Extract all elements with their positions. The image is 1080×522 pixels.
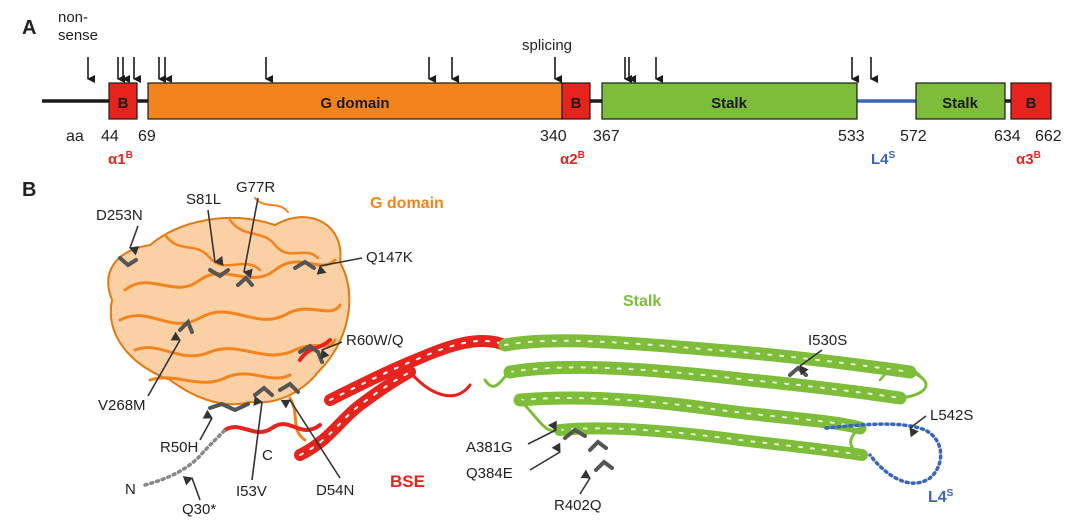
position-label: 634 [994, 128, 1021, 145]
alpha2b-text: α2 [560, 151, 578, 168]
mutation-label: D253N [96, 207, 143, 224]
alpha1b-label: α1B [108, 150, 133, 168]
position-label: 367 [593, 128, 620, 145]
l4s-structure-sup: S [947, 488, 954, 499]
l4s-label: L4S [871, 150, 896, 168]
leader-arrow [529, 442, 561, 471]
leader-arrow [251, 396, 263, 481]
mutation-label: S81L [186, 191, 221, 208]
alpha3b-sup: B [1034, 150, 1041, 161]
leader-arrow [243, 197, 259, 279]
residue-stick [278, 381, 300, 394]
g-domain-label: G domain [320, 95, 389, 112]
mutation-label: R50H [160, 439, 198, 456]
bse-domain-box [1010, 82, 1052, 120]
mutation-arrows [87, 57, 878, 83]
residue-stick [563, 427, 587, 440]
mutation-label: R402Q [554, 497, 602, 514]
leader-arrow [909, 415, 927, 438]
leader-arrow [129, 225, 140, 256]
leader-arrow [147, 331, 181, 397]
stalk-domain-label: Stalk [942, 95, 979, 112]
stalk-domain-box [915, 82, 1006, 120]
position-label: 69 [138, 128, 156, 145]
position-label: 44 [101, 128, 119, 145]
leader-arrow [579, 469, 591, 495]
position-label: 662 [1035, 128, 1062, 145]
position-label: 340 [540, 128, 567, 145]
leader-arrow [199, 409, 213, 441]
alpha1b-text: α1 [108, 151, 126, 168]
g-domain-structure-label: G domain [370, 195, 444, 212]
alpha1b-sup: B [126, 150, 133, 161]
stalk-domain-box [601, 82, 858, 120]
leader-arrow [527, 420, 557, 445]
bse-domain-box [561, 82, 591, 120]
bse-domain-label: B [1026, 95, 1037, 112]
l4s-text: L4 [871, 151, 889, 168]
l4s-structure-label: L4S [928, 488, 954, 506]
l4s-structure-text: L4 [928, 489, 947, 506]
bse-domain-box [108, 82, 138, 120]
n-terminal-dotted [143, 428, 227, 487]
c-terminus-label: C [262, 447, 273, 464]
alpha2b-sup: B [578, 150, 585, 161]
residue-stick [178, 318, 194, 334]
residue-stick [208, 401, 250, 413]
mutation-label: Q147K [366, 249, 413, 266]
position-label: 533 [838, 128, 865, 145]
l4s-sup: S [889, 150, 896, 161]
residue-stick [788, 365, 808, 377]
panel-b-label: B [22, 179, 36, 201]
bse-domain-label: B [118, 95, 129, 112]
stalk-structure-label: Stalk [623, 293, 661, 310]
mutation-label: D54N [316, 482, 354, 499]
bse-structure-label: BSE [390, 472, 425, 491]
residue-stick [298, 343, 324, 364]
leader-arrow [316, 257, 363, 275]
mutation-label: Q384E [466, 465, 513, 482]
mutation-label: G77R [236, 179, 275, 196]
aa-label: aa [66, 128, 84, 145]
residue-stick [253, 385, 274, 397]
mutation-label: V268M [98, 397, 146, 414]
splicing-label: splicing [522, 37, 572, 54]
mutation-label: A381G [466, 439, 513, 456]
alpha3b-label: α3B [1016, 150, 1041, 168]
panel-a-label: A [22, 17, 36, 39]
leader-arrows [129, 197, 927, 501]
n-terminus-label: N [125, 481, 136, 498]
bse-domain-label: B [571, 95, 582, 112]
alpha2b-label: α2B [560, 150, 585, 168]
alpha3b-text: α3 [1016, 151, 1034, 168]
leader-arrow [280, 399, 341, 479]
leader-arrow [182, 476, 201, 501]
leader-arrow [799, 349, 823, 376]
stalk-structure [483, 334, 928, 461]
stalk-domain-label: Stalk [711, 95, 748, 112]
residue-stick [208, 268, 230, 279]
mutation-label: Q30* [182, 501, 216, 518]
position-label: 572 [900, 128, 927, 145]
residue-stick [588, 439, 608, 452]
residue-stick [118, 256, 138, 268]
mutation-label: I530S [808, 332, 847, 349]
leader-arrow [207, 209, 224, 266]
l4-loop-dotted [824, 422, 943, 485]
nonsense-label-line2: sense [58, 27, 98, 44]
leader-arrow [320, 341, 343, 360]
residue-stick [594, 459, 614, 472]
mutation-label: R60W/Q [346, 332, 404, 349]
g-domain-box [147, 82, 563, 120]
residue-stick [293, 259, 316, 270]
mutation-label: I53V [236, 483, 267, 500]
nonsense-label-line1: non- [58, 9, 88, 26]
mutation-label: L542S [930, 407, 973, 424]
